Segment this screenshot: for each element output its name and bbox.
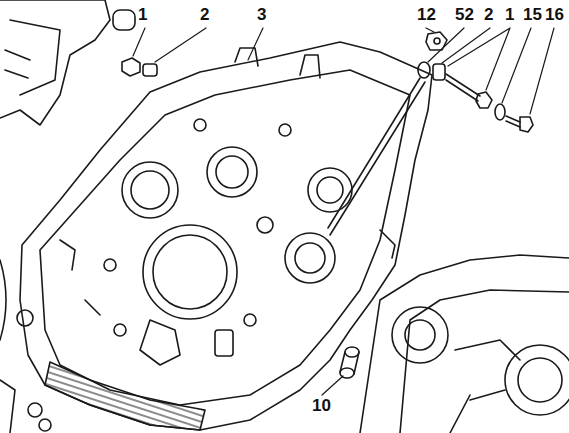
callout-number: 10 xyxy=(311,397,332,415)
callout-number: 15 xyxy=(522,6,543,24)
callout-number: 12 xyxy=(416,6,437,24)
callout-number: 52 xyxy=(454,6,475,24)
nut-and-spacer xyxy=(122,58,157,76)
adjacent-case-part xyxy=(0,0,135,125)
left-edge-parts xyxy=(0,260,51,433)
callout-number: 3 xyxy=(256,6,267,24)
cover-housing xyxy=(360,230,569,433)
bolt-assembly xyxy=(328,32,533,235)
callout-number: 1 xyxy=(137,6,148,24)
callout-number: 1 xyxy=(504,6,515,24)
callout-number: 16 xyxy=(544,6,565,24)
leader-lines xyxy=(133,28,554,395)
callout-number: 2 xyxy=(199,6,210,24)
dowel-pin xyxy=(340,347,359,378)
callout-number: 2 xyxy=(483,6,494,24)
crankcase-half xyxy=(20,42,432,430)
